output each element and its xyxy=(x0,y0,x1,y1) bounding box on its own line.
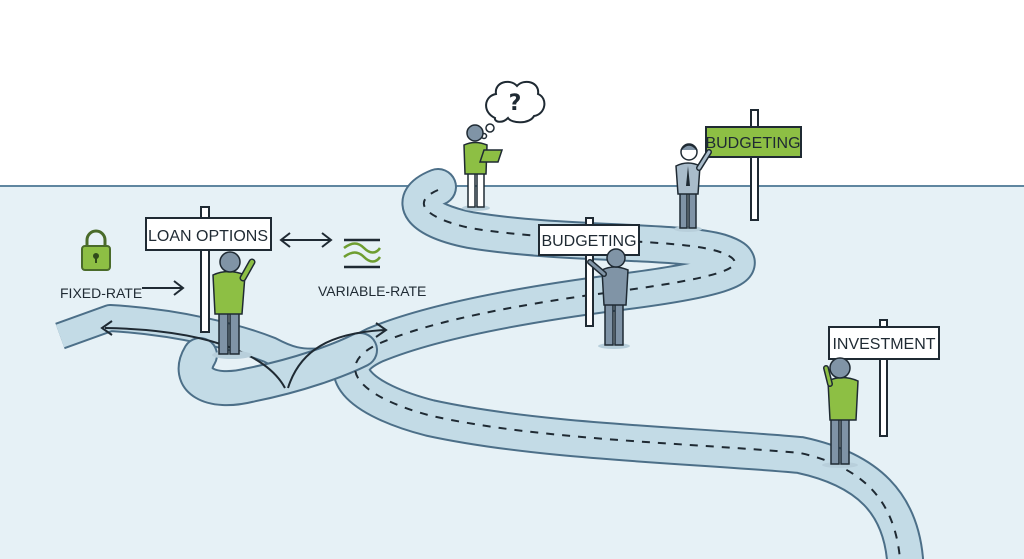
person-top-budgeting xyxy=(674,143,712,232)
budgeting-sign-mid: BUDGETING xyxy=(538,217,640,327)
laptop-icon xyxy=(478,149,504,163)
person-mid-budgeting xyxy=(587,248,630,349)
investment-label: INVESTMENT xyxy=(832,336,935,353)
person-with-laptop xyxy=(462,124,504,211)
budgeting-mid-label: BUDGETING xyxy=(541,233,636,250)
person-investment xyxy=(822,357,859,468)
loan-options-sign: LOAN OPTIONS xyxy=(145,206,272,333)
fixed-rate-label: FIXED-RATE xyxy=(60,285,142,301)
wave-icon xyxy=(343,238,382,269)
variable-rate-label: VARIABLE-RATE xyxy=(318,283,426,299)
right-arrow-icon xyxy=(142,280,185,296)
investment-sign: INVESTMENT xyxy=(828,319,940,437)
budgeting-sign-top: BUDGETING xyxy=(705,109,802,221)
question-bubble-icon: ? xyxy=(480,80,546,140)
lock-icon xyxy=(81,229,111,271)
person-loan-options xyxy=(212,251,256,359)
question-mark: ? xyxy=(509,91,522,116)
loan-options-label: LOAN OPTIONS xyxy=(148,228,268,245)
double-arrow-icon xyxy=(279,232,333,248)
budgeting-top-label: BUDGETING xyxy=(705,135,800,152)
